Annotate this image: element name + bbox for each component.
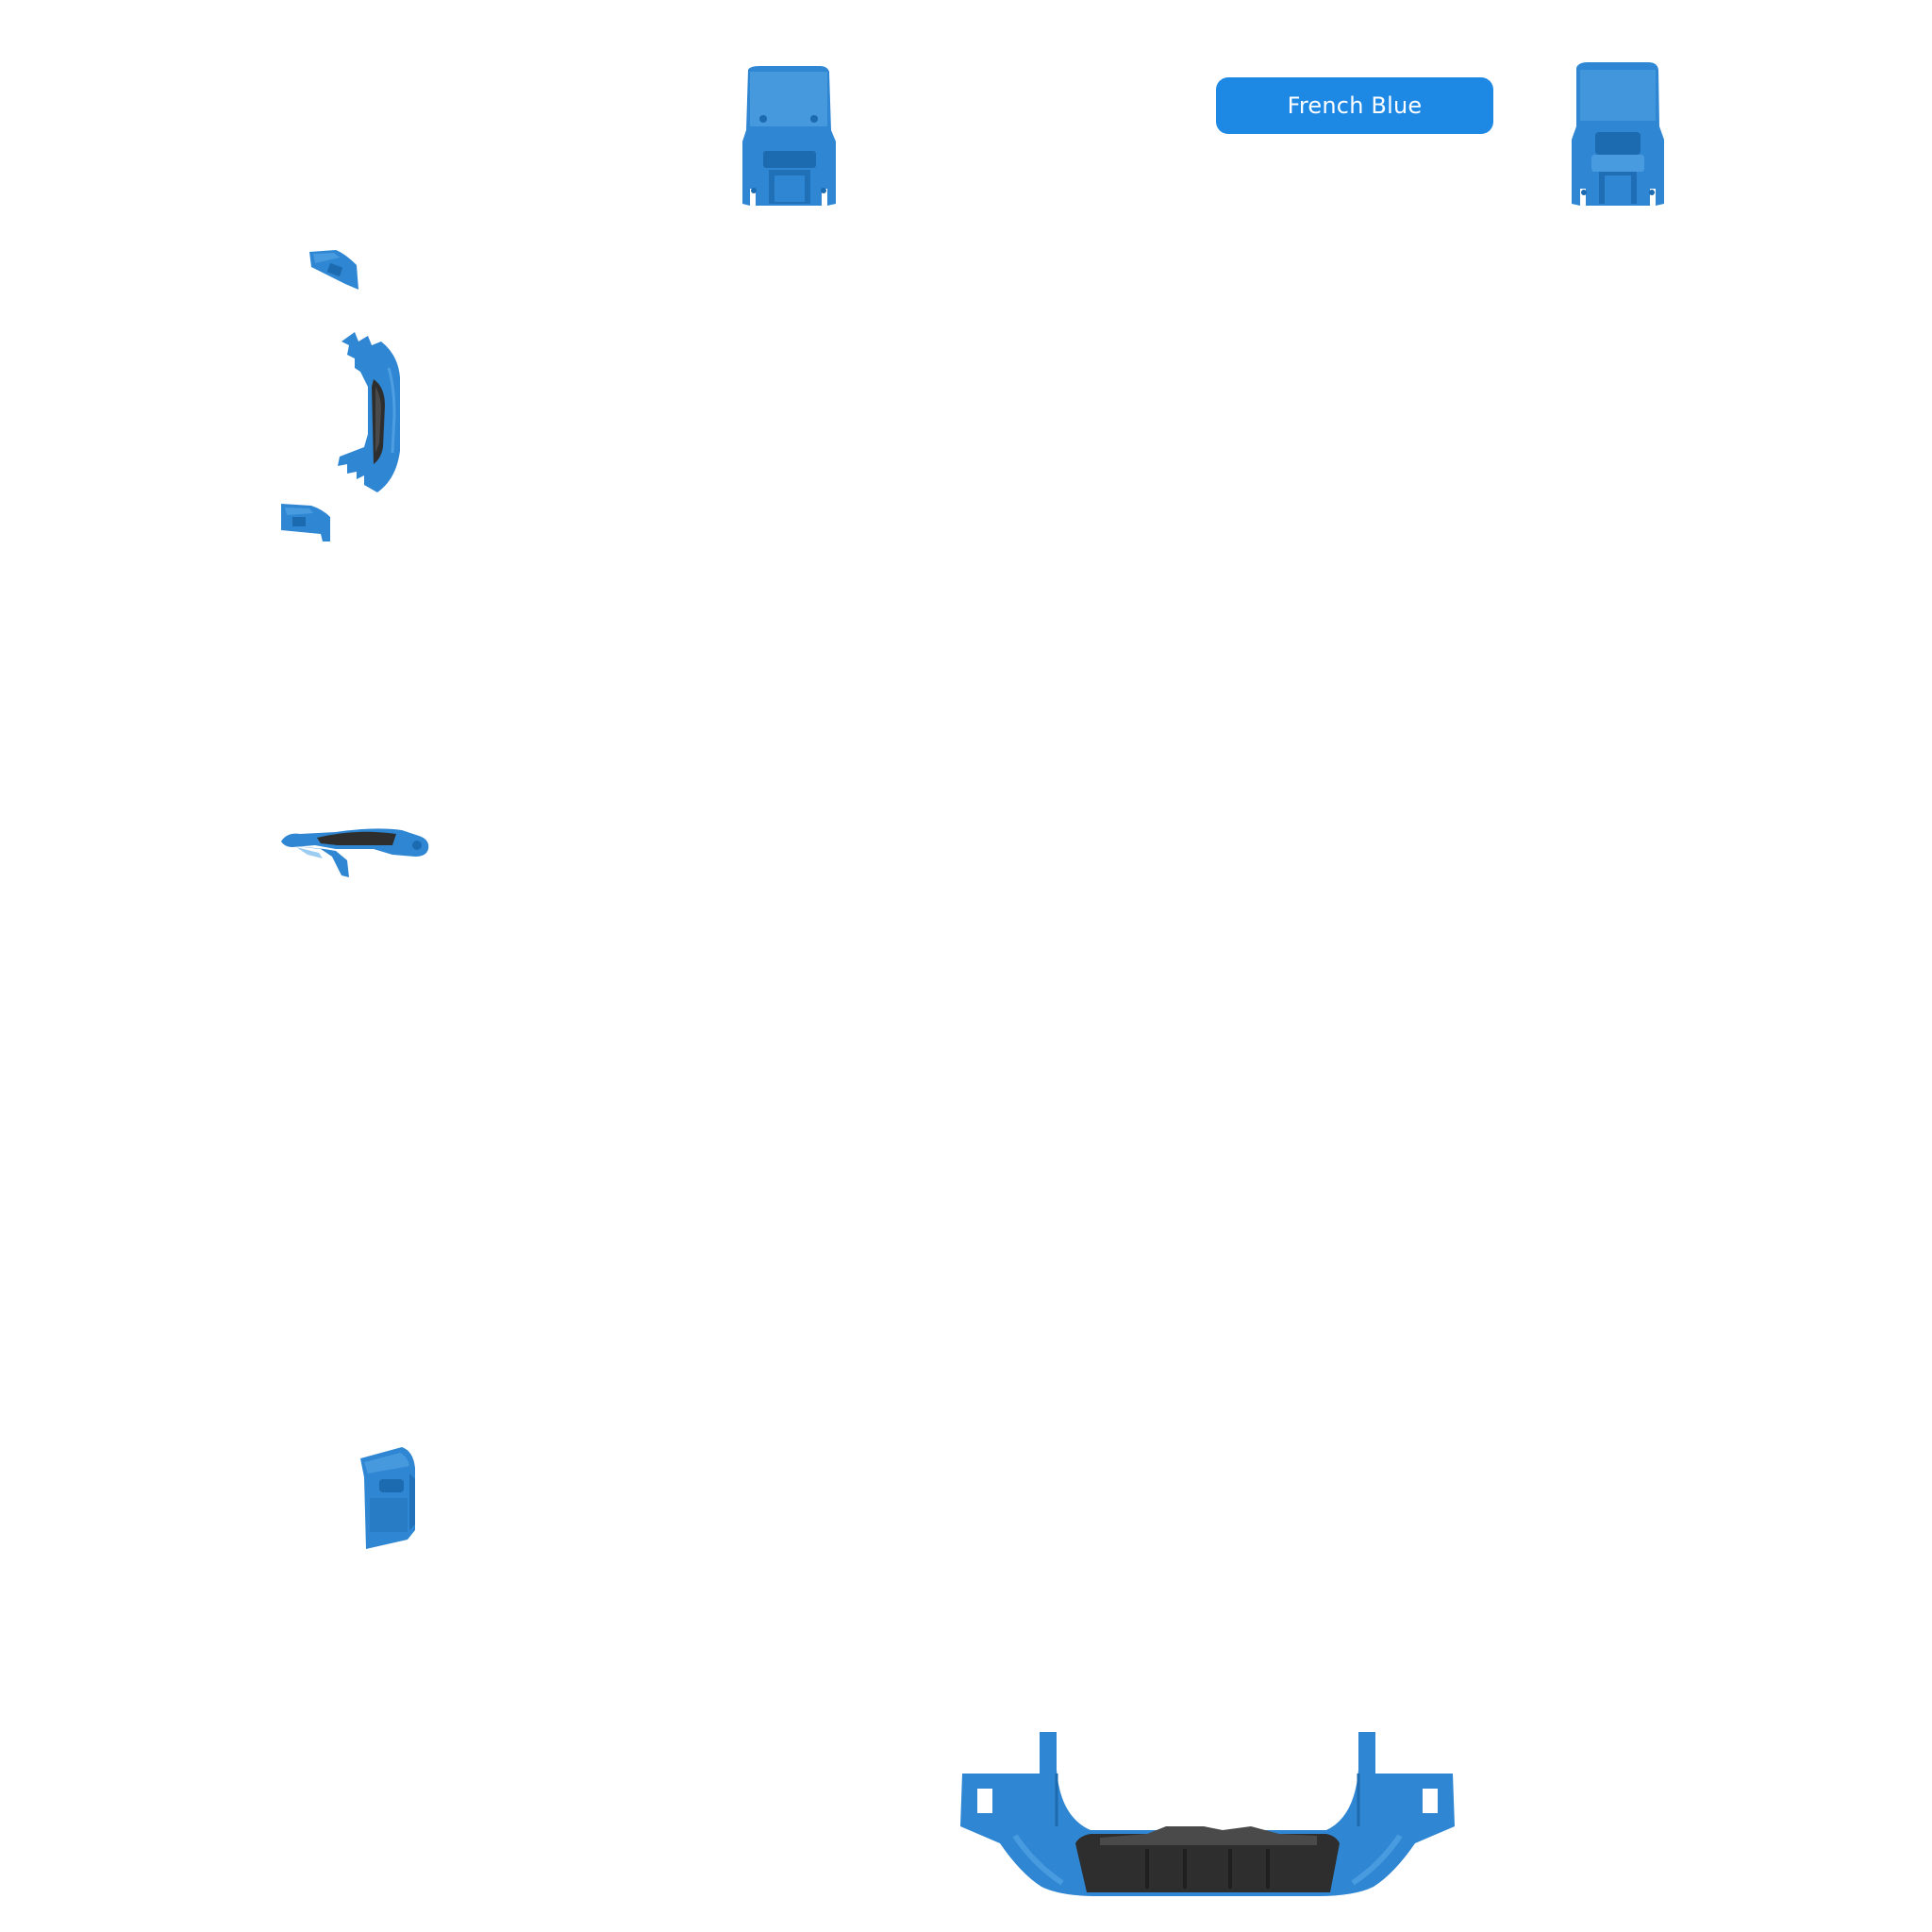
latch-tab-small-icon (309, 250, 358, 290)
handle-front-icon (960, 1732, 1455, 1896)
latch-back-icon (1572, 62, 1664, 206)
latch-side-icon (360, 1447, 415, 1549)
color-name-badge: French Blue (1216, 77, 1493, 134)
color-name-label: French Blue (1287, 92, 1423, 119)
handle-top-icon (281, 828, 429, 877)
handle-side-icon (338, 332, 400, 492)
latch-front-icon (742, 66, 836, 206)
latch-tab-small-lower-icon (281, 504, 330, 541)
